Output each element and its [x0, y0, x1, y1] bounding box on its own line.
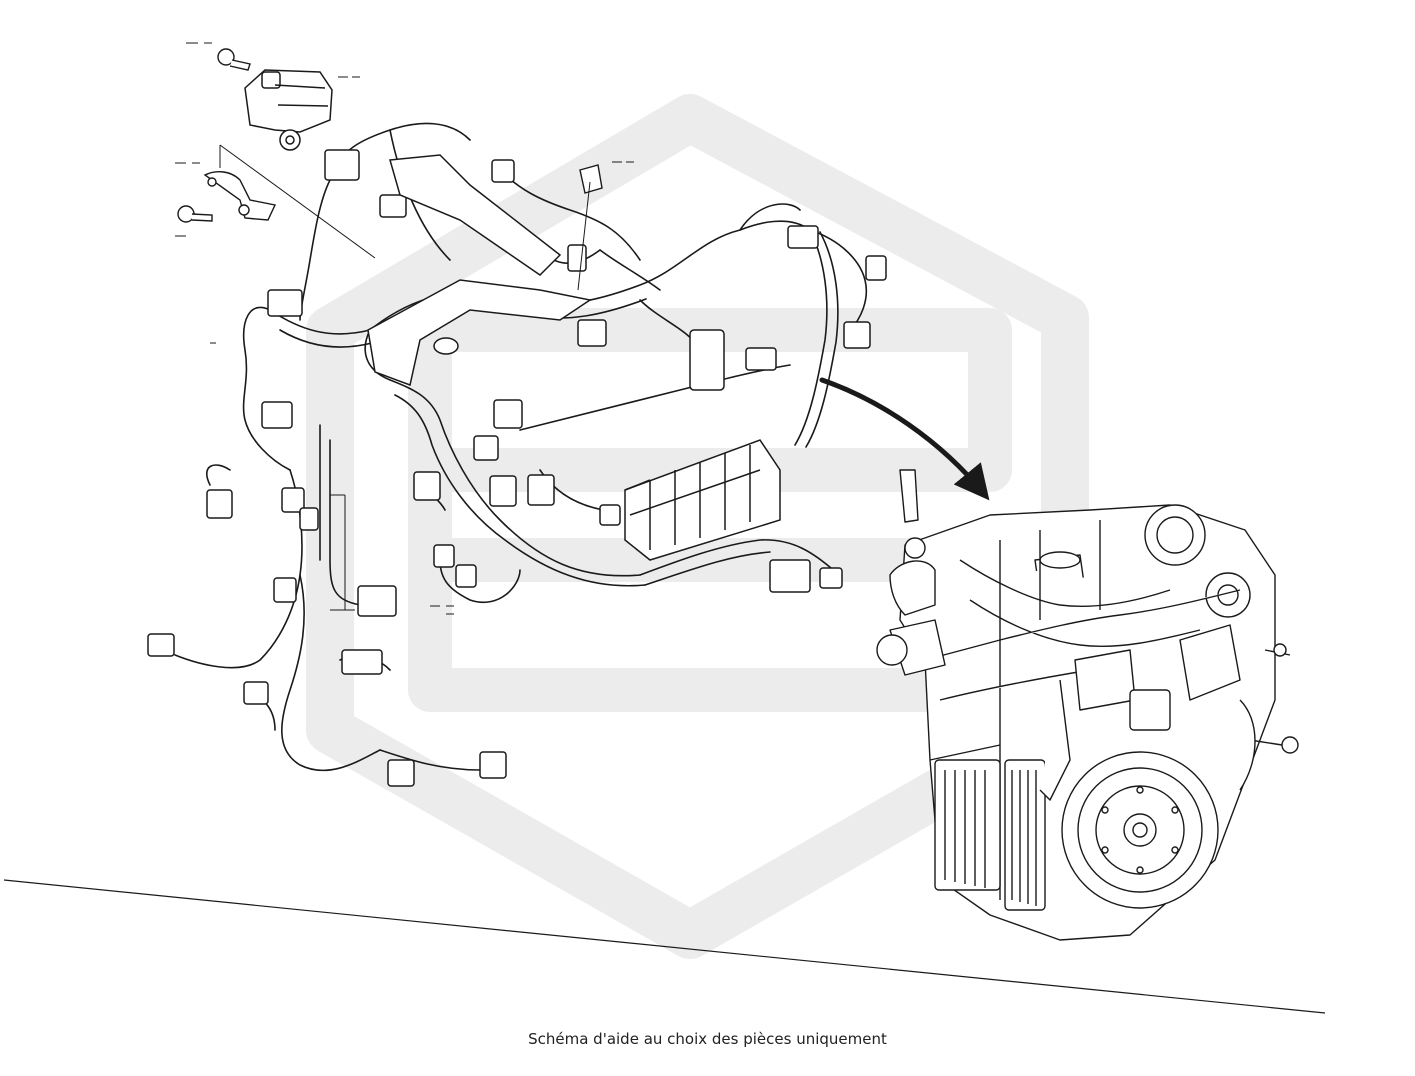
harness-duct: [367, 154, 592, 387]
caption: Schéma d'aide au choix des pièces unique…: [528, 1030, 887, 1048]
relay-block: [624, 439, 781, 561]
bolts: [177, 48, 603, 223]
curved-arrow-icon: [819, 377, 990, 501]
sensor-part: [244, 69, 333, 151]
ground-line: [3, 879, 1326, 1014]
connectors: [147, 149, 887, 787]
leader-lines: [175, 42, 634, 615]
engine-assembly: [876, 469, 1299, 941]
